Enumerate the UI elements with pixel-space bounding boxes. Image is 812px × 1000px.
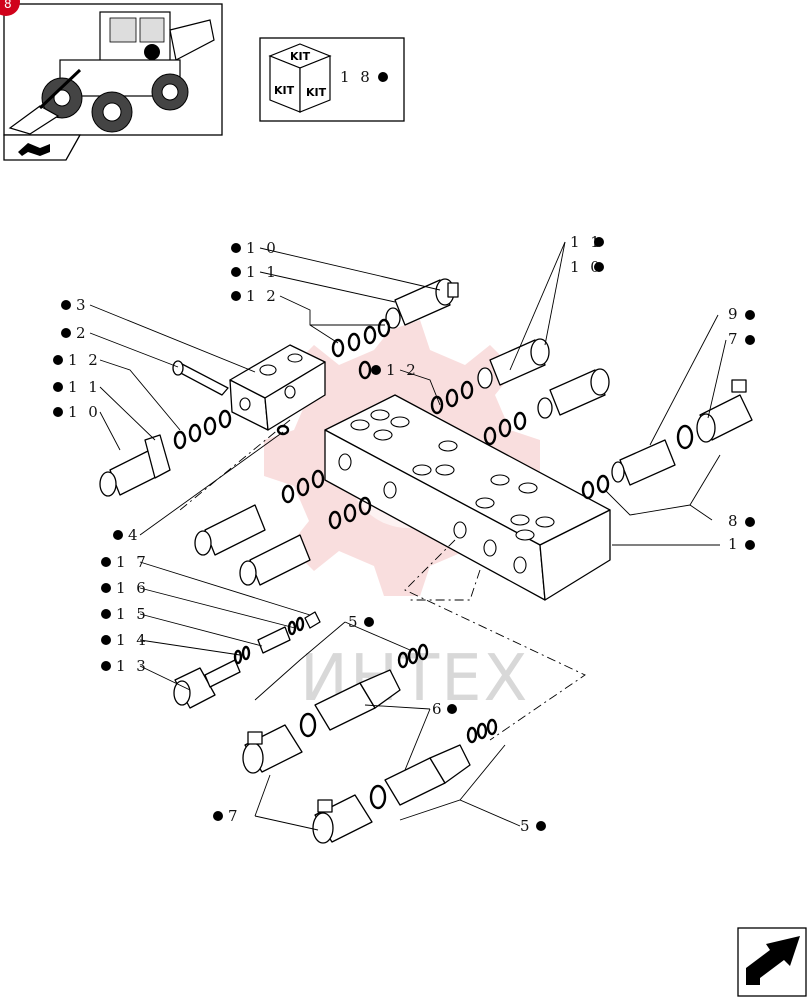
callout-2[interactable]: 2	[61, 324, 89, 342]
callout-4[interactable]: 4	[113, 526, 141, 544]
cartridge-lower-a	[314, 669, 401, 731]
svg-text:1 0: 1 0	[68, 403, 101, 421]
callout-13[interactable]: 1 3	[101, 657, 149, 675]
solenoid-valve-left-mid	[194, 504, 266, 556]
callouts: 1 0 1 1 1 2 3 2 1 2 1 1 1 0 4 1 7 1 6 1 …	[53, 233, 755, 835]
seal-rings-16	[287, 616, 305, 636]
return-arrow-icon[interactable]	[3, 134, 82, 161]
thumbnail-frame[interactable]	[3, 3, 223, 136]
coil-right	[696, 379, 753, 443]
svg-text:1 1: 1 1	[246, 263, 279, 281]
seal-rings-lower-b	[369, 718, 498, 810]
svg-text:4: 4	[128, 526, 141, 544]
seal-rings-right	[483, 411, 527, 446]
spool-15	[257, 626, 291, 654]
callout-16[interactable]: 1 6	[101, 579, 149, 597]
kit-right-label: KIT	[306, 86, 327, 99]
svg-text:1 2: 1 2	[68, 351, 101, 369]
svg-text:7: 7	[228, 807, 241, 825]
seal-rings-left-mid	[276, 424, 325, 504]
svg-text:8: 8	[728, 512, 741, 530]
svg-text:1 2: 1 2	[386, 361, 419, 379]
svg-text:7: 7	[728, 330, 741, 348]
callout-8[interactable]: 8	[728, 512, 755, 530]
solenoid-valve-right	[537, 368, 610, 419]
svg-text:1 1: 1 1	[570, 233, 603, 251]
callout-9[interactable]: 9	[728, 305, 755, 323]
page-badge: 8	[0, 0, 20, 16]
svg-text:9: 9	[728, 305, 741, 323]
seal-rings-cartridge-right	[581, 424, 694, 500]
callout-10-top[interactable]: 1 0	[231, 239, 279, 257]
seal-rings-left-top	[173, 409, 232, 450]
solenoid-valve-left-top	[99, 434, 171, 497]
callout-3[interactable]: 3	[61, 296, 89, 314]
svg-text:1 0: 1 0	[570, 258, 603, 276]
callout-6[interactable]: 6	[432, 700, 457, 718]
callout-5-bottom[interactable]: 5	[520, 817, 546, 835]
seal-rings-mid	[358, 360, 474, 415]
callout-11-left[interactable]: 1 1	[53, 378, 101, 396]
svg-text:1: 1	[728, 535, 741, 553]
svg-text:1 0: 1 0	[246, 239, 279, 257]
seal-rings-14	[233, 645, 251, 665]
cartridge-right	[611, 439, 676, 486]
callout-12-mid[interactable]: 1 2	[371, 361, 419, 379]
svg-text:2: 2	[76, 324, 89, 342]
callout-12-left[interactable]: 1 2	[53, 351, 101, 369]
plug	[173, 667, 216, 709]
kit-cube-icon: KIT KIT KIT	[268, 43, 332, 113]
callout-1[interactable]: 1	[728, 535, 755, 553]
solenoid-valve-top	[385, 278, 459, 329]
callout-11-top[interactable]: 1 1	[231, 263, 279, 281]
page-badge-text: 8	[4, 0, 12, 11]
seal-rings-top	[331, 318, 391, 358]
cartridge-lower-b	[384, 744, 471, 806]
seal-rings-left-bottom	[328, 496, 372, 530]
svg-text:1 1: 1 1	[68, 378, 101, 396]
seal-rings-lower-a	[299, 643, 429, 738]
svg-text:1 4: 1 4	[116, 631, 149, 649]
solenoid-valve-left-bottom	[239, 534, 311, 586]
callout-10-right[interactable]: 1 0	[570, 258, 604, 276]
centerlines	[179, 419, 586, 741]
callout-14[interactable]: 1 4	[101, 631, 149, 649]
callout-12-top[interactable]: 1 2	[231, 287, 279, 305]
callout-7-bottom[interactable]: 7	[213, 807, 241, 825]
bolt	[172, 360, 229, 396]
kit-top-label: KIT	[290, 50, 311, 63]
callout-11-right[interactable]: 1 1	[570, 233, 604, 251]
svg-text:1 6: 1 6	[116, 579, 149, 597]
callout-7-right[interactable]: 7	[728, 330, 755, 348]
svg-text:3: 3	[76, 296, 89, 314]
kit-legend-box: KIT KIT KIT 1 8	[259, 37, 405, 122]
svg-text:5: 5	[348, 613, 361, 631]
small-block	[229, 344, 326, 431]
callout-17[interactable]: 1 7	[101, 553, 149, 571]
solenoid-valve-mid	[477, 338, 550, 389]
kit-left-label: KIT	[274, 84, 295, 97]
pin-17	[304, 611, 321, 629]
svg-text:6: 6	[432, 700, 445, 718]
coil-lower-a	[242, 724, 303, 774]
callout-10-left[interactable]: 1 0	[53, 403, 101, 421]
leader-lines	[89, 241, 727, 831]
svg-text:1 5: 1 5	[116, 605, 149, 623]
spool-13	[204, 659, 241, 688]
svg-text:1 7: 1 7	[116, 553, 149, 571]
kit-ref-dot	[378, 72, 388, 82]
next-page-arrow-icon[interactable]	[737, 927, 807, 997]
callout-5-mid[interactable]: 5	[348, 613, 374, 631]
valve-block	[324, 394, 611, 601]
svg-text:1 3: 1 3	[116, 657, 149, 675]
callout-15[interactable]: 1 5	[101, 605, 149, 623]
backhoe-loader-icon	[8, 11, 215, 135]
svg-text:1 2: 1 2	[246, 287, 279, 305]
coil-lower-b	[312, 794, 373, 844]
block-ports	[338, 409, 555, 574]
svg-text:5: 5	[520, 817, 533, 835]
kit-ref-number: 1 8	[340, 68, 373, 86]
